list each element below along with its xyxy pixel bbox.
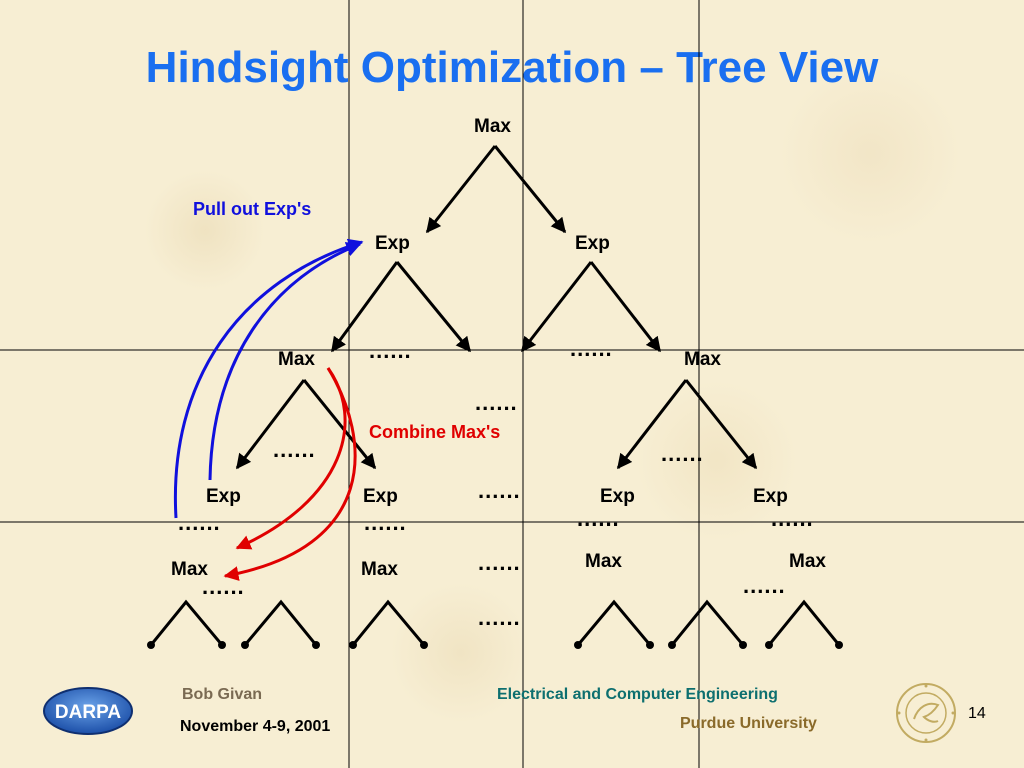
leaf-node bbox=[574, 641, 582, 649]
edge-max1-left bbox=[235, 379, 306, 470]
ellipsis: ...... bbox=[771, 506, 814, 531]
node-exp-l3-1: Exp bbox=[206, 486, 241, 507]
ellipsis: ...... bbox=[661, 441, 704, 466]
footer-date: November 4-9, 2001 bbox=[180, 718, 331, 735]
ellipsis: ...... bbox=[478, 550, 521, 575]
footer-university: Purdue University bbox=[680, 715, 817, 732]
leaf-node bbox=[646, 641, 654, 649]
edge-exp2-right bbox=[589, 261, 662, 353]
combine-arrows bbox=[223, 367, 357, 581]
node-max-l4-4: Max bbox=[789, 551, 826, 572]
leaf-wedge-5 bbox=[670, 599, 745, 646]
leaf-node bbox=[312, 641, 320, 649]
edge-root-left bbox=[425, 145, 497, 234]
leaf-node bbox=[420, 641, 428, 649]
leaf-wedges bbox=[149, 599, 841, 646]
leaf-wedge-6 bbox=[767, 599, 841, 646]
leaf-node bbox=[241, 641, 249, 649]
leaf-node bbox=[218, 641, 226, 649]
node-exp-right: Exp bbox=[575, 233, 610, 254]
ellipsis: ...... bbox=[577, 506, 620, 531]
combine-arrow-lower bbox=[223, 367, 357, 581]
footer-department: Electrical and Computer Engineering bbox=[497, 686, 778, 703]
node-max-left: Max bbox=[278, 349, 315, 370]
pull-out-arrows bbox=[173, 238, 364, 519]
ellipsis: ...... bbox=[202, 574, 245, 599]
pull-out-arrow-outer bbox=[173, 238, 364, 519]
ellipsis: ...... bbox=[570, 336, 613, 361]
ellipsis: ...... bbox=[743, 573, 786, 598]
ellipsis: ...... bbox=[364, 510, 407, 535]
pull-out-label: Pull out Exp's bbox=[193, 199, 311, 219]
node-exp-l3-2: Exp bbox=[363, 486, 398, 507]
purdue-seal-icon bbox=[896, 683, 956, 743]
leaf-node bbox=[668, 641, 676, 649]
node-max-l4-3: Max bbox=[585, 551, 622, 572]
ellipsis: ...... bbox=[273, 437, 316, 462]
combine-label: Combine Max's bbox=[369, 422, 500, 442]
node-exp-l3-4: Exp bbox=[753, 486, 788, 507]
edge-exp2-left bbox=[520, 261, 593, 353]
node-max-l4-2: Max bbox=[361, 559, 398, 580]
leaf-wedge-4 bbox=[576, 599, 652, 646]
leaf-node bbox=[739, 641, 747, 649]
edge-max2-right bbox=[684, 379, 758, 470]
footer-author: Bob Givan bbox=[182, 686, 263, 703]
edge-exp1-left bbox=[330, 261, 399, 353]
darpa-logo-icon: DARPA bbox=[43, 687, 133, 735]
node-exp-left: Exp bbox=[375, 233, 410, 254]
edge-max2-left bbox=[616, 379, 688, 470]
page-number: 14 bbox=[968, 705, 986, 722]
darpa-logo-text: DARPA bbox=[55, 702, 121, 723]
node-exp-l3-3: Exp bbox=[600, 486, 635, 507]
pull-out-arrow-inner bbox=[208, 242, 362, 481]
node-max-l4-1: Max bbox=[171, 559, 208, 580]
ellipsis: ...... bbox=[475, 390, 518, 415]
leaf-node bbox=[835, 641, 843, 649]
edge-exp1-right bbox=[395, 261, 472, 353]
ellipsis: ...... bbox=[369, 338, 412, 363]
edge-root-right bbox=[493, 145, 567, 234]
edge-max1-right bbox=[302, 379, 377, 470]
node-max-right: Max bbox=[684, 349, 721, 370]
node-root-max: Max bbox=[474, 116, 511, 137]
leaf-nodes bbox=[147, 641, 843, 649]
leaf-wedge-1 bbox=[149, 599, 224, 646]
leaf-node bbox=[765, 641, 773, 649]
leaf-node bbox=[147, 641, 155, 649]
leaf-wedge-3 bbox=[351, 599, 426, 646]
ellipsis: ...... bbox=[478, 605, 521, 630]
leaf-wedge-2 bbox=[243, 599, 318, 646]
ellipsis: ...... bbox=[478, 478, 521, 503]
leaf-node bbox=[349, 641, 357, 649]
tree-edges bbox=[235, 145, 758, 470]
ellipsis: ...... bbox=[178, 510, 221, 535]
slide-title: Hindsight Optimization – Tree View bbox=[145, 43, 879, 92]
